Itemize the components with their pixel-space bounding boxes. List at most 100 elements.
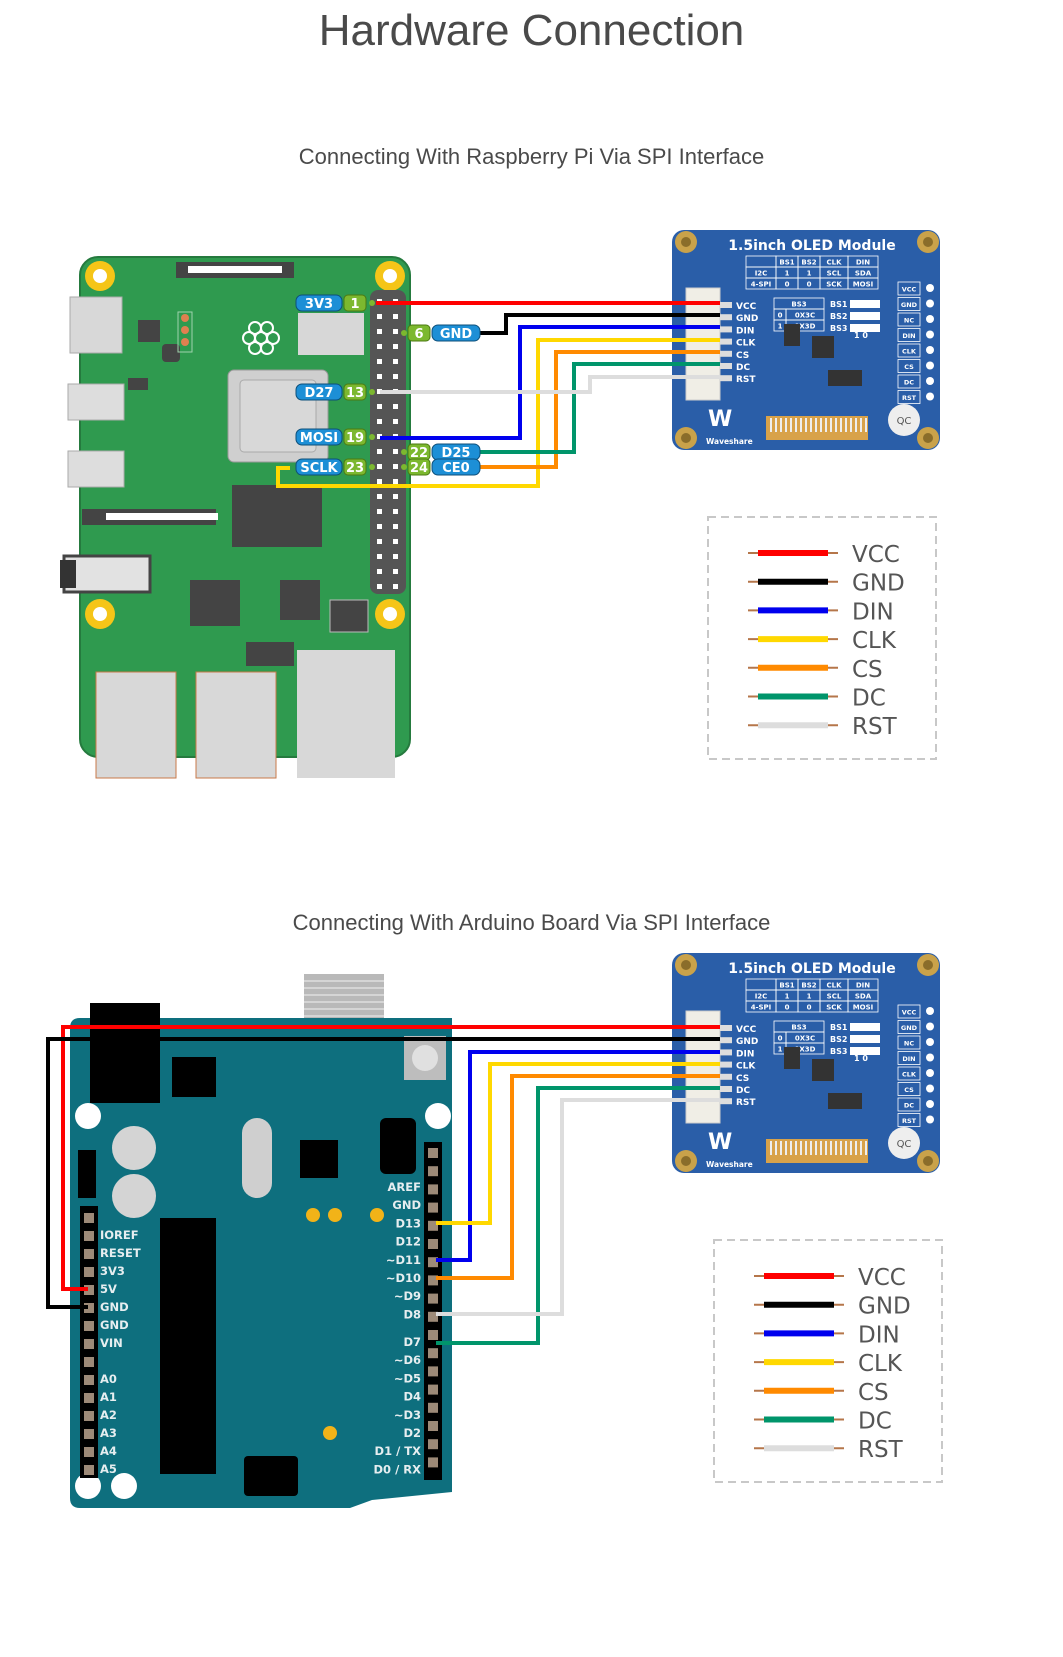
- digital-pin-label: ~D6: [394, 1353, 421, 1367]
- connector-pin: [720, 1025, 732, 1031]
- side-pin-label: NC: [904, 317, 914, 325]
- fpc-line: [855, 418, 857, 432]
- legend-label: DIN: [852, 599, 894, 625]
- pin-num-tag: [407, 458, 431, 476]
- usb-chip: [300, 1140, 338, 1178]
- led: [306, 1208, 320, 1222]
- side-pin-box: [897, 297, 921, 311]
- fpc-line: [835, 1141, 837, 1155]
- gpio-pin: [393, 494, 398, 499]
- standoff-hole: [923, 960, 933, 970]
- jumper-label: BS1: [830, 1023, 848, 1032]
- logo-berry: [260, 321, 274, 335]
- pin-num: 23: [346, 461, 364, 476]
- icsp-header: [380, 1118, 416, 1174]
- qc-text: QC: [897, 1139, 912, 1150]
- fpc-line: [820, 1141, 822, 1155]
- qc-sticker: [888, 404, 920, 436]
- side-pin-box: [897, 390, 921, 404]
- chip: [162, 344, 180, 362]
- standoff-hole: [681, 433, 691, 443]
- side-pin-hole: [926, 346, 934, 354]
- side-pin-label: DIN: [902, 1055, 915, 1063]
- connector-pin: [720, 375, 732, 382]
- pin-dot: [401, 449, 407, 455]
- gpio-pin: [393, 404, 398, 409]
- header-pin: [428, 1275, 438, 1286]
- mode-table-text: 1: [807, 270, 812, 278]
- fpc-line: [835, 418, 837, 432]
- side-pin-label: DC: [904, 1102, 914, 1110]
- header-pin: [428, 1148, 438, 1158]
- mode-table-text: 1: [807, 993, 812, 1001]
- digital-pin-label: ~D11: [386, 1253, 421, 1267]
- wire-din: [380, 325, 720, 440]
- fpc-line: [840, 1141, 842, 1155]
- header-pin: [428, 1439, 438, 1450]
- legend-item-rst: RST: [754, 1437, 904, 1463]
- connector-pin-label: DIN: [736, 326, 754, 336]
- connector-pin: [720, 302, 732, 308]
- pin-num: 6: [414, 327, 423, 342]
- gpio-pin: [393, 584, 398, 589]
- fpc-line: [845, 418, 847, 432]
- digital-pin-label: D0 / RX: [374, 1462, 422, 1476]
- side-pin-box: [897, 1097, 921, 1112]
- gpio-pin: [377, 389, 382, 394]
- header-pin: [428, 1293, 438, 1304]
- fpc-line: [855, 1141, 857, 1155]
- side-pin-label: CLK: [902, 1071, 917, 1079]
- legend-item-dc: DC: [748, 686, 886, 712]
- digital-pin-label: ~D10: [386, 1271, 421, 1285]
- side-pin-box: [897, 343, 921, 358]
- pin: [181, 326, 189, 334]
- legend-label: CS: [852, 657, 883, 683]
- legend-border: [713, 1239, 943, 1483]
- side-pin-box: [897, 1020, 921, 1034]
- analog-pin-label: A1: [100, 1390, 117, 1404]
- gpio-pin: [393, 344, 398, 349]
- connector-pin-label: CLK: [736, 339, 756, 349]
- bs3-header-text: BS3: [791, 1024, 806, 1032]
- oled-title: 1.5inch OLED Module: [728, 238, 895, 254]
- side-pin-label: NC: [904, 1040, 914, 1048]
- arduino-wires: [46, 1025, 720, 1345]
- side-pin-box: [897, 1035, 921, 1050]
- fpc-line: [795, 1141, 797, 1155]
- gpio-pin: [377, 344, 382, 349]
- pin-num: 19: [346, 431, 364, 446]
- jumper-pad: [850, 312, 880, 320]
- wire-clk: [276, 338, 720, 488]
- side-pin-box: [897, 374, 921, 389]
- pin-dot: [401, 330, 407, 336]
- gpio-pin: [377, 584, 382, 589]
- header-pin: [428, 1311, 438, 1322]
- ic: [812, 336, 834, 358]
- side-pin-box: [897, 1082, 921, 1096]
- audio-jack-end: [60, 560, 76, 588]
- mode-table-text: BS1: [779, 259, 794, 267]
- header-pin: [84, 1411, 94, 1421]
- header-pin: [428, 1330, 438, 1340]
- fpc-line: [830, 418, 832, 432]
- side-pin-hole: [926, 392, 934, 401]
- digital-pin-label: D13: [395, 1216, 421, 1230]
- connector-pin-label: DC: [736, 1086, 750, 1096]
- gpio-pin: [377, 464, 382, 469]
- oled-pcb: [672, 953, 940, 1173]
- section-title-arduino: Connecting With Arduino Board Via SPI In…: [292, 910, 771, 935]
- connector-pin: [720, 1061, 732, 1068]
- side-pin-hole: [926, 1053, 934, 1062]
- digital-pin-label: D7: [403, 1335, 421, 1349]
- header-pin: [428, 1257, 438, 1268]
- gpio-pin: [393, 539, 398, 544]
- mounting-hole-center: [93, 269, 107, 283]
- header-pin: [84, 1231, 94, 1241]
- side-pin-box: [897, 359, 921, 373]
- side-pin-box: [897, 1066, 921, 1081]
- section-title-rpi: Connecting With Raspberry Pi Via SPI Int…: [298, 144, 765, 169]
